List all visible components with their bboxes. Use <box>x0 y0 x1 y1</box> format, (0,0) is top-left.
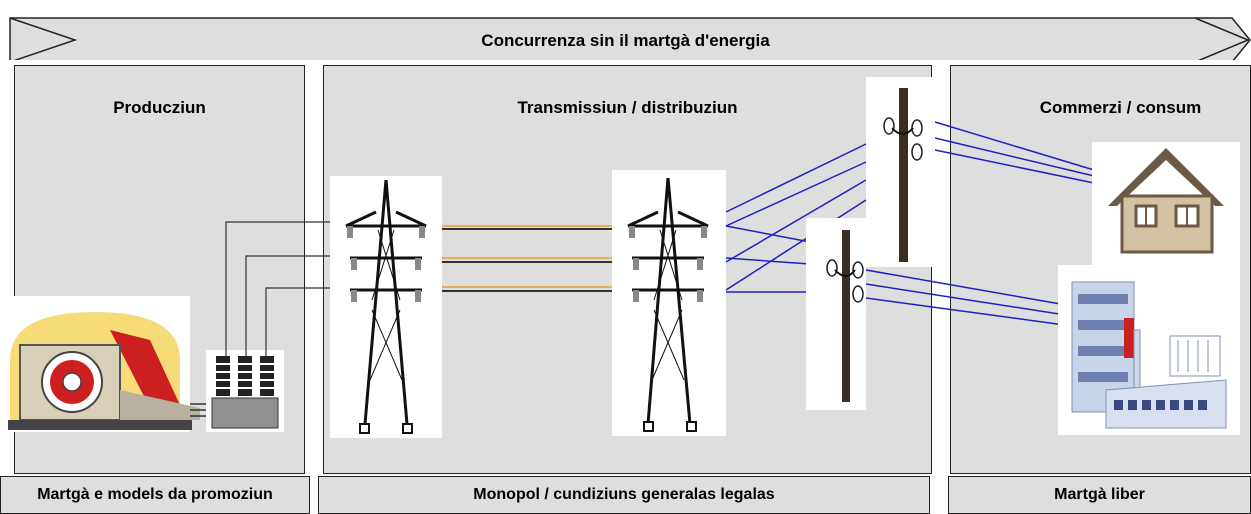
power-plant-icon <box>0 296 200 432</box>
utility-pole-icon <box>806 218 866 410</box>
production-title: Producziun <box>113 98 206 117</box>
house-icon <box>1092 142 1240 265</box>
pylon-icon <box>330 176 442 438</box>
commerce-title: Commerzi / consum <box>1039 98 1202 117</box>
diagram-art <box>0 77 1240 438</box>
transmission-footer: Monopol / cundiziuns generalas legalas <box>318 476 930 514</box>
commerce-footer: Martgà liber <box>948 476 1251 514</box>
transformer-icon <box>206 350 284 432</box>
factory-icon <box>1058 265 1240 435</box>
utility-pole-icon <box>866 77 935 267</box>
pylon-icon <box>612 170 726 436</box>
production-footer: Martgà e models da promoziun <box>0 476 310 514</box>
banner-arrow <box>9 17 1251 60</box>
transmission-title: Transmissiun / distribuziun <box>517 98 738 117</box>
banner-label: Concurrenza sin il martgà d'energia <box>481 31 770 50</box>
